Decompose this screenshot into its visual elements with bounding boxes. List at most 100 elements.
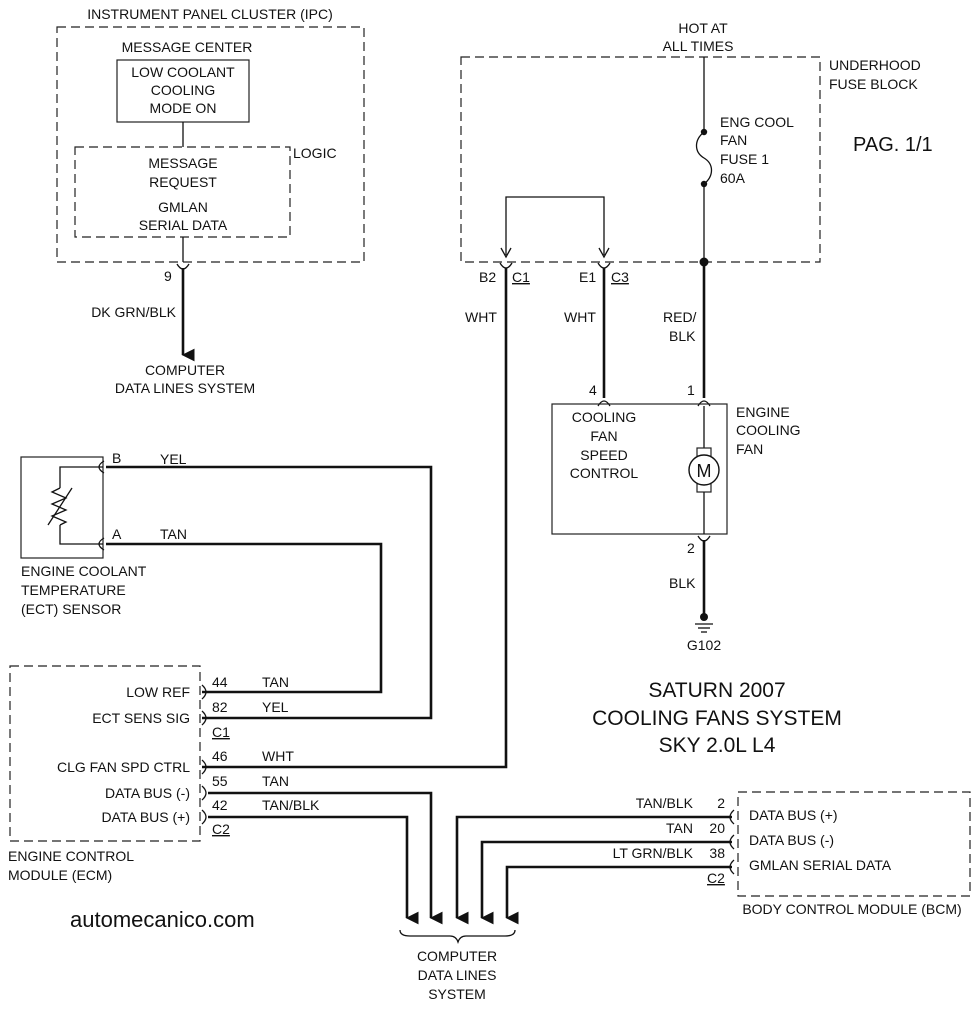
ect-sensor: B A ENGINE COOLANT TEMPERATURE (ECT) SEN… [20,450,433,720]
bottom-brace-icon [399,929,516,945]
ipc-wire-color: DK GRN/BLK [91,304,176,320]
fuse-line-1: ENG COOL [720,114,794,130]
fan-title-3: FAN [736,441,763,457]
control-line-3: SPEED [580,447,627,463]
bottom-destination: COMPUTER DATA LINES SYSTEM [399,929,516,1002]
fan-pin1: 1 [687,382,695,398]
bottom-dest-line-1: COMPUTER [417,948,497,964]
ipc-title: INSTRUMENT PANEL CLUSTER (IPC) [87,6,333,22]
message-center-label: MESSAGE CENTER [122,39,253,55]
bcm-data-bus-plus-wire [455,815,732,925]
message-line-3: MODE ON [150,100,217,116]
fuse-block-title-1: UNDERHOOD [829,57,921,73]
ect-pin-b-icon [98,460,105,474]
ecm-pin-44-icon [201,684,207,700]
gmlan-line-2: SERIAL DATA [139,217,228,233]
red-blk-line-2: BLK [669,328,696,344]
ecm-pin-46: 46 [212,748,228,764]
ect-sensor-box [20,456,104,559]
ecm-wire-44: TAN [262,674,289,690]
ecm-data-bus-plus-wire [208,815,419,925]
thermistor-icon [50,487,68,526]
ecm-conn-c2: C2 [212,821,230,837]
motor-label: M [697,461,712,481]
ecm-label-low-ref: LOW REF [126,684,190,700]
request-line-2: REQUEST [149,174,217,190]
bcm-label-data-bus-plus: DATA BUS (+) [749,807,838,823]
body-control-module: DATA BUS (+) 2 TAN/BLK DATA BUS (-) 20 T… [455,791,971,925]
bcm-wire-20: TAN [666,820,693,836]
ecm-wire-82: YEL [262,699,289,715]
wht-wire-fan-control [202,268,508,769]
page-label: PAG. 1/1 [853,134,933,156]
ecm-pin-82-icon [201,710,207,726]
bcm-pin-20: 20 [709,820,725,836]
instrument-panel-cluster: INSTRUMENT PANEL CLUSTER (IPC) MESSAGE C… [56,6,365,396]
fan-pin2: 2 [687,540,695,556]
ecm-conn-c1: C1 [212,724,230,740]
fuse-block-wires: WHT WHT RED/ BLK [202,262,706,769]
engine-cooling-fan: 4 1 COOLING FAN SPEED CONTROL ENGINE COO… [551,382,801,653]
fan-module-box [551,403,728,535]
ecm-pin-82: 82 [212,699,228,715]
ecm-label-data-bus-minus: DATA BUS (-) [105,785,190,801]
yel-wire [106,465,433,720]
control-line-4: CONTROL [570,465,639,481]
ecm-pin-46-icon [201,759,207,775]
watermark: automecanico.com [70,907,255,932]
bcm-outline [737,791,971,897]
title-line-1: SATURN 2007 [648,679,785,702]
ecm-wire-46: WHT [262,748,294,764]
conn-e1-label: E1 [579,269,596,285]
tan-label: TAN [160,526,187,542]
fuse-line-2: FAN [720,132,747,148]
bcm-title: BODY CONTROL MODULE (BCM) [742,901,961,917]
ect-title-1: ENGINE COOLANT [21,563,147,579]
wht-mid-label: WHT [564,309,596,325]
underhood-fuse-block: HOT AT ALL TIMES UNDERHOOD FUSE BLOCK EN… [460,20,921,285]
bcm-pin-2: 2 [717,795,725,811]
red-blk-line-1: RED/ [663,309,697,325]
ecm-wire-55: TAN [262,773,289,789]
ect-pin-a: A [112,526,122,542]
ipc-dest-line-2: DATA LINES SYSTEM [115,380,255,396]
ecm-wire-42: TAN/BLK [262,797,320,813]
fuse-block-title-2: FUSE BLOCK [829,76,918,92]
ect-title-2: TEMPERATURE [21,582,126,598]
internal-jumper [505,196,605,255]
fan-title-1: ENGINE [736,404,790,420]
fuse-line-4: 60A [720,170,746,186]
gmlan-line-1: GMLAN [158,199,208,215]
bcm-data-bus-minus-wire [480,840,732,925]
ecm-pin-42: 42 [212,797,228,813]
bcm-wire-2: TAN/BLK [636,795,694,811]
fuse-icon [695,131,713,185]
bcm-wire-38: LT GRN/BLK [613,845,694,861]
hot-line-1: HOT AT [678,20,728,36]
message-line-1: LOW COOLANT [131,64,235,80]
wht-left-label: WHT [465,309,497,325]
yel-label: YEL [160,451,187,467]
conn-b2-icon [499,262,513,269]
diagram-title: SATURN 2007 COOLING FANS SYSTEM SKY 2.0L… [592,679,842,757]
hot-line-2: ALL TIMES [663,38,734,54]
bcm-label-gmlan: GMLAN SERIAL DATA [749,857,892,873]
ecm-label-data-bus-plus: DATA BUS (+) [101,809,190,825]
bcm-pin-38: 38 [709,845,725,861]
ecm-pin-55-icon [201,785,207,801]
ecm-title-1: ENGINE CONTROL [8,848,134,864]
ect-pin-b: B [112,450,121,466]
ecm-data-bus-minus-wire [208,791,443,925]
conn-e1-icon [597,262,611,269]
message-line-2: COOLING [151,82,216,98]
conn-c1-label: C1 [512,269,530,285]
engine-control-module: LOW REF 44 TAN ECT SENS SIG 82 YEL C1 CL… [8,665,443,925]
control-line-1: COOLING [572,409,637,425]
motor-icon [688,454,720,486]
fan-title-2: COOLING [736,422,801,438]
control-line-2: FAN [590,428,617,444]
fan-pin4: 4 [589,382,597,398]
fuse-block-outline [460,56,821,263]
title-line-3: SKY 2.0L L4 [659,734,776,757]
conn-b2-label: B2 [479,269,496,285]
